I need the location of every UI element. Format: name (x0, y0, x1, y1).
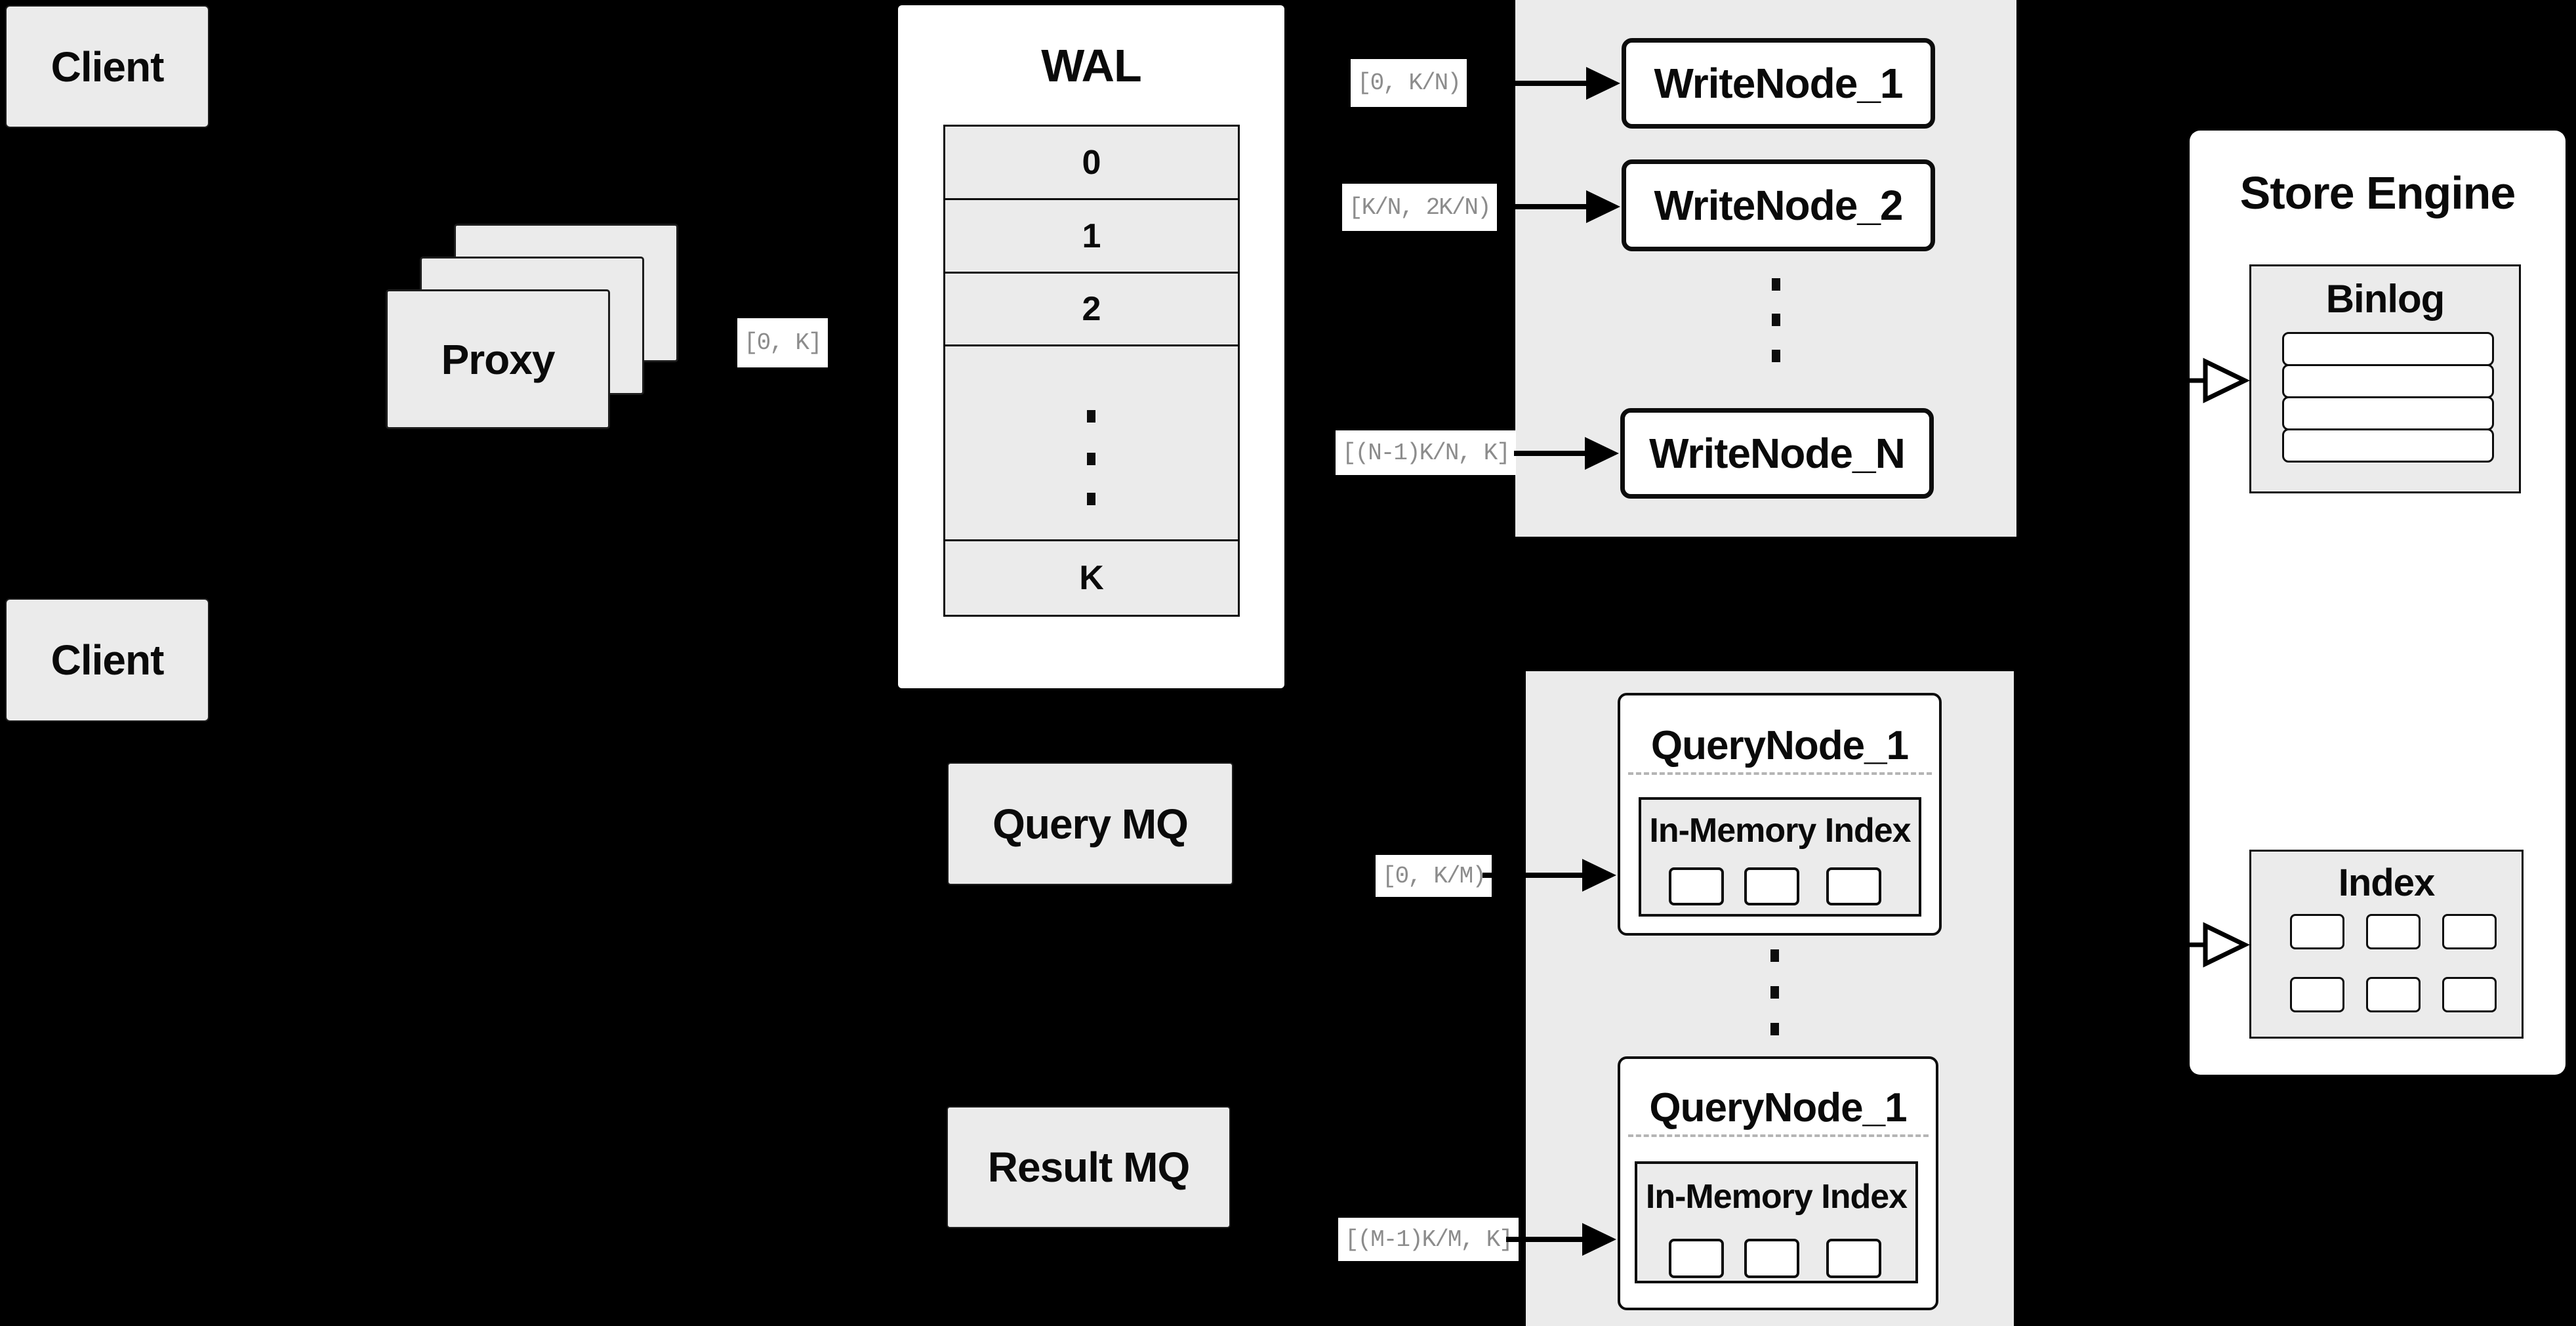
binlog-row (2282, 364, 2494, 398)
range-chip-write-1: [0, K/N) (1351, 59, 1467, 107)
wal-ellipsis-dot (1087, 410, 1095, 423)
index-file-box (2290, 914, 2344, 949)
wal-row-ellipsis (943, 344, 1240, 545)
range-chip-query-m: [(M-1)K/M, K] (1338, 1218, 1519, 1261)
index-segment-box (1744, 1239, 1799, 1278)
query-node-ellipsis-dot (1770, 986, 1779, 999)
index-file-box (2290, 977, 2344, 1012)
query-node-m-divider (1628, 1134, 1929, 1137)
index-file-box (2442, 914, 2497, 949)
wal-row-k: K (943, 539, 1240, 617)
wal-row-2: 2 (943, 272, 1240, 346)
query-node-1-divider (1628, 772, 1932, 775)
write-node-2-box: WriteNode_2 (1622, 159, 1935, 251)
proxy-label: Proxy (441, 335, 556, 383)
result-mq-label: Result MQ (987, 1144, 1190, 1191)
write-node-n-box: WriteNode_N (1620, 408, 1934, 499)
wal-ellipsis-dot (1087, 453, 1095, 465)
index-segment-box (1669, 1239, 1724, 1278)
index-segment-box (1826, 1239, 1881, 1278)
write-node-ellipsis-dot (1772, 278, 1780, 291)
wal-row-0-label: 0 (1082, 143, 1101, 182)
client-top-label: Client (51, 43, 165, 91)
query-node-ellipsis-dot (1770, 1023, 1779, 1035)
index-segment-box (1744, 867, 1799, 905)
query-node-1-title: QueryNode_1 (1650, 723, 1909, 768)
write-node-ellipsis-dot (1772, 314, 1780, 326)
range-chip-write-1-label: [0, K/N) (1357, 70, 1462, 96)
result-mq-box: Result MQ (947, 1106, 1231, 1228)
wal-row-k-label: K (1079, 559, 1104, 597)
client-bottom-label: Client (51, 636, 165, 684)
query-node-ellipsis-dot (1770, 949, 1779, 962)
query-mq-box: Query MQ (947, 762, 1233, 885)
store-engine-title: Store Engine (2239, 167, 2516, 218)
range-chip-write-2: [K/N, 2K/N) (1342, 184, 1497, 231)
write-node-2-label: WriteNode_2 (1654, 182, 1903, 229)
query-node-m-title: QueryNode_1 (1649, 1085, 1907, 1130)
binlog-row (2282, 428, 2494, 463)
query-node-m-inmemory-title: In-Memory Index (1645, 1178, 1908, 1216)
range-chip-write-n: [(N-1)K/N, K] (1336, 430, 1516, 475)
range-chip-full-label: [0, K] (744, 329, 823, 356)
index-segment-box (1826, 867, 1881, 905)
write-node-n-label: WriteNode_N (1649, 430, 1906, 477)
binlog-row (2282, 332, 2494, 366)
write-node-ellipsis-dot (1772, 350, 1780, 362)
client-top-box: Client (5, 5, 209, 128)
range-chip-query-1: [0, K/M) (1376, 855, 1492, 897)
index-title: Index (2338, 861, 2436, 904)
proxy-box: Proxy (386, 289, 610, 429)
range-chip-write-n-label: [(N-1)K/N, K] (1342, 439, 1511, 466)
client-bottom-box: Client (5, 598, 209, 722)
wal-row-1: 1 (943, 198, 1240, 274)
query-node-1-inmemory-title: In-Memory Index (1649, 812, 1911, 850)
range-chip-full: [0, K] (737, 318, 828, 367)
range-chip-query-m-label: [(M-1)K/M, K] (1345, 1226, 1513, 1253)
wal-row-1-label: 1 (1082, 217, 1101, 255)
index-file-box (2442, 977, 2497, 1012)
binlog-title: Binlog (2325, 277, 2445, 321)
range-chip-query-1-label: [0, K/M) (1382, 862, 1486, 890)
index-file-box (2366, 914, 2421, 949)
wal-ellipsis-dot (1087, 493, 1095, 505)
wal-row-0: 0 (943, 125, 1240, 200)
write-node-1-label: WriteNode_1 (1654, 60, 1903, 107)
binlog-row (2282, 396, 2494, 430)
wal-title: WAL (1041, 40, 1142, 91)
range-chip-write-2-label: [K/N, 2K/N) (1349, 194, 1492, 221)
query-mq-label: Query MQ (992, 800, 1189, 848)
wal-row-2-label: 2 (1082, 290, 1101, 328)
index-file-box (2366, 977, 2421, 1012)
index-segment-box (1669, 867, 1724, 905)
write-node-1-box: WriteNode_1 (1622, 38, 1935, 129)
